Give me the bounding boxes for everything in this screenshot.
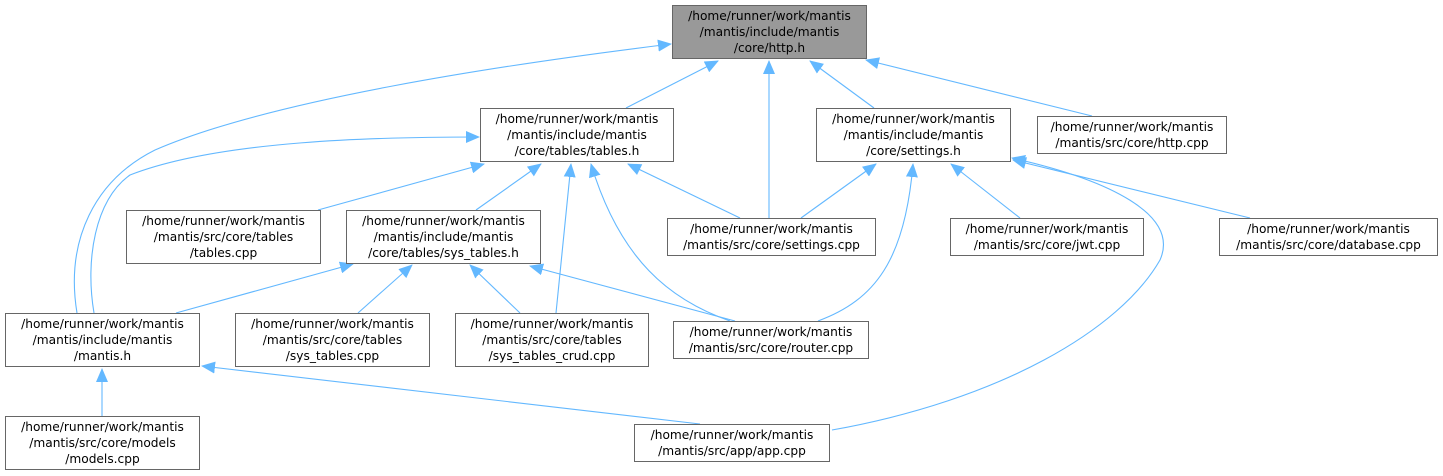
node-label: /home/runner/work/mantis /mantis/include… xyxy=(21,317,184,363)
node-tables-cpp[interactable]: /home/runner/work/mantis /mantis/src/cor… xyxy=(126,210,321,264)
node-label: /home/runner/work/mantis /mantis/src/app… xyxy=(650,428,814,458)
edge-http-cpp-to-http-h xyxy=(865,57,1093,117)
node-mantis-h[interactable]: /home/runner/work/mantis /mantis/include… xyxy=(5,313,200,367)
node-label: /home/runner/work/mantis /mantis/src/cor… xyxy=(683,222,860,252)
edge-sys-tables-crud-cpp-to-tables-h xyxy=(555,163,576,314)
node-label: /home/runner/work/mantis /mantis/src/cor… xyxy=(688,325,854,355)
node-label: /home/runner/work/mantis /mantis/include… xyxy=(362,214,525,260)
node-http-cpp[interactable]: /home/runner/work/mantis /mantis/src/cor… xyxy=(1037,116,1227,154)
node-tables-h[interactable]: /home/runner/work/mantis /mantis/include… xyxy=(480,108,674,162)
node-router-cpp[interactable]: /home/runner/work/mantis /mantis/src/cor… xyxy=(673,321,869,359)
node-app-cpp[interactable]: /home/runner/work/mantis /mantis/src/app… xyxy=(634,424,830,462)
edge-router-cpp-to-tables-h xyxy=(589,163,731,322)
node-http-h: /home/runner/work/mantis /mantis/include… xyxy=(672,5,867,59)
node-sys-tables-h[interactable]: /home/runner/work/mantis /mantis/include… xyxy=(346,210,541,264)
edge-tables-cpp-to-tables-h xyxy=(317,161,485,211)
node-settings-cpp[interactable]: /home/runner/work/mantis /mantis/src/cor… xyxy=(667,218,876,256)
edge-mantis-h-to-tables-h xyxy=(90,131,480,314)
edge-tables-h-to-http-h xyxy=(625,60,719,109)
node-sys-tables-cpp[interactable]: /home/runner/work/mantis /mantis/src/cor… xyxy=(235,313,430,367)
edge-sys-tables-h-to-tables-h xyxy=(475,163,542,211)
node-label: /home/runner/work/mantis /mantis/src/cor… xyxy=(1050,120,1214,150)
edge-settings-cpp-to-settings-h xyxy=(800,163,877,219)
node-label: /home/runner/work/mantis /mantis/src/cor… xyxy=(251,317,414,363)
edge-mantis-h-to-sys-tables-h xyxy=(175,261,354,314)
node-label: /home/runner/work/mantis /mantis/include… xyxy=(832,112,995,158)
node-label: /home/runner/work/mantis /mantis/src/cor… xyxy=(142,214,305,260)
edge-database-cpp-to-settings-h xyxy=(1012,157,1251,219)
node-label: /home/runner/work/mantis /mantis/src/cor… xyxy=(965,222,1129,252)
edge-jwt-cpp-to-settings-h xyxy=(950,163,1021,219)
edge-app-cpp-to-settings-h xyxy=(831,154,1164,431)
edge-mantis-h-to-http-h xyxy=(73,39,672,314)
edge-app-cpp-to-mantis-h xyxy=(201,361,701,425)
node-label: /home/runner/work/mantis /mantis/src/cor… xyxy=(21,420,184,466)
edge-router-cpp-to-settings-h xyxy=(817,163,918,322)
node-models-cpp[interactable]: /home/runner/work/mantis /mantis/src/cor… xyxy=(5,416,200,470)
node-label: /home/runner/work/mantis /mantis/src/cor… xyxy=(470,317,634,363)
edge-sys-tables-cpp-to-sys-tables-h xyxy=(357,264,413,314)
edge-settings-h-to-http-h xyxy=(809,60,875,109)
node-label: /home/runner/work/mantis /mantis/include… xyxy=(495,112,659,158)
node-label: /home/runner/work/mantis /mantis/include… xyxy=(688,9,851,55)
node-jwt-cpp[interactable]: /home/runner/work/mantis /mantis/src/cor… xyxy=(950,218,1144,256)
node-settings-h[interactable]: /home/runner/work/mantis /mantis/include… xyxy=(816,108,1011,162)
edge-sys-tables-crud-cpp-to-sys-tables-h xyxy=(469,264,521,314)
edge-layer xyxy=(73,39,1251,431)
node-sys-tables-crud-cpp[interactable]: /home/runner/work/mantis /mantis/src/cor… xyxy=(455,313,649,367)
node-label: /home/runner/work/mantis /mantis/src/cor… xyxy=(1236,222,1421,252)
edge-router-cpp-to-sys-tables-h xyxy=(529,263,736,322)
node-database-cpp[interactable]: /home/runner/work/mantis /mantis/src/cor… xyxy=(1219,218,1438,256)
edge-settings-cpp-to-tables-h xyxy=(627,163,741,219)
